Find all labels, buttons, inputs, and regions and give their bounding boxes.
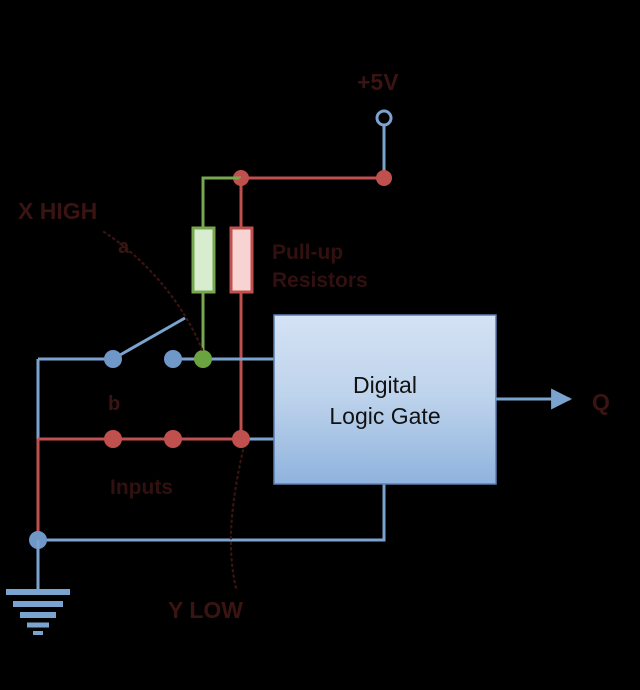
annotation-switch-contact-b: b [108, 393, 120, 415]
junction-dot-y-left [104, 430, 122, 448]
gate-body-rect[interactable] [273, 314, 497, 485]
supply-rail-group [233, 109, 393, 186]
input-net-y-group [36, 430, 274, 540]
pullup-resistor-green-group [191, 176, 241, 359]
leader-line-x-high [102, 230, 205, 354]
ground-symbol-group [6, 540, 70, 635]
resistor-green-body[interactable] [191, 226, 216, 294]
green-resistor-top-lead [201, 176, 241, 228]
junction-dot-y-mid [164, 430, 182, 448]
junction-dot-x-pullup [194, 350, 212, 368]
input-net-x-group [36, 316, 274, 540]
ground-return-wire [38, 484, 386, 542]
annotation-inputs: Inputs [110, 476, 173, 499]
gate-output-group: Q [496, 388, 610, 415]
switch-contact-node-b[interactable] [164, 350, 182, 368]
supply-terminal-node[interactable] [375, 109, 393, 127]
annotation-switch-contact-a: a [118, 236, 130, 258]
switch-pivot-node-x[interactable] [104, 350, 122, 368]
annotation-supply-voltage: +5V [357, 69, 399, 95]
annotation-x-high: X HIGH [18, 198, 97, 224]
junction-dot-supply-right [376, 170, 392, 186]
gate-label-line1: Digital [353, 372, 417, 398]
annotation-y-low: Y LOW [168, 597, 243, 623]
annotation-pullup-line2: Resistors [272, 269, 368, 292]
junction-dot-y-pullup [232, 430, 250, 448]
annotation-pullup-line1: Pull-up [272, 241, 343, 264]
gate-return-path-group [29, 484, 386, 549]
gate-label-line2: Logic Gate [329, 403, 440, 429]
switch-blade-x[interactable] [112, 316, 186, 361]
pullup-resistor-red-group [229, 178, 254, 439]
resistor-red-body[interactable] [229, 226, 254, 294]
leader-line-y-low [229, 448, 245, 590]
digital-logic-gate-block[interactable]: Digital Logic Gate [273, 314, 497, 485]
output-label-q: Q [592, 389, 610, 415]
